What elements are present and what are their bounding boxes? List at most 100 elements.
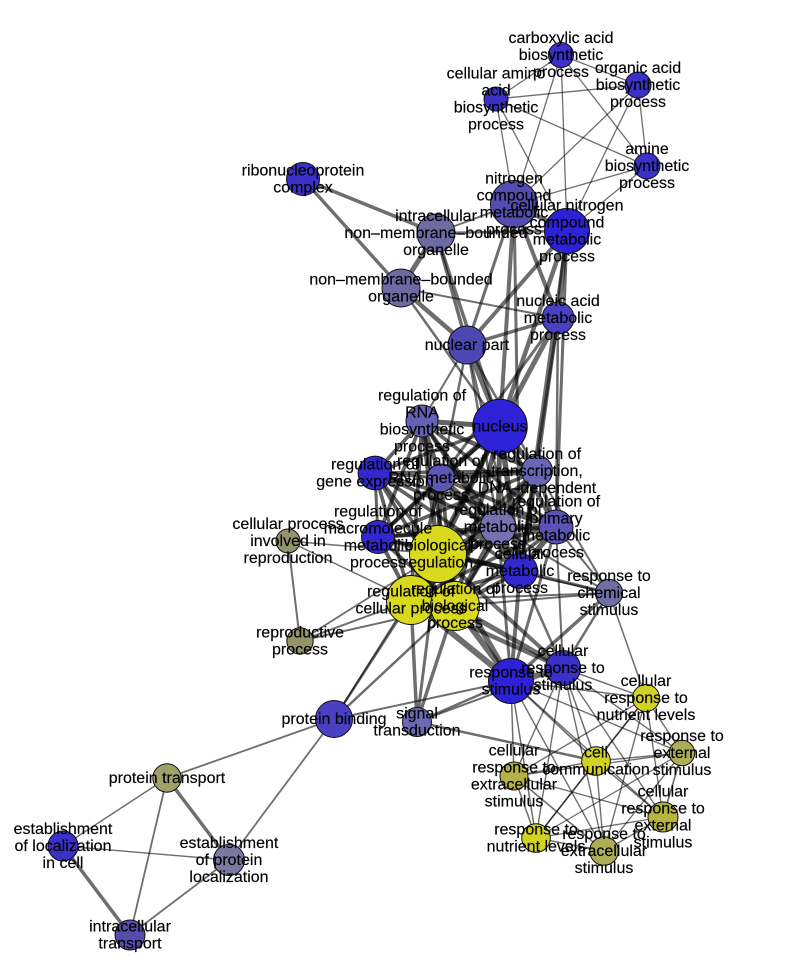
svg-text:extracellular: extracellular: [471, 776, 558, 793]
svg-text:process: process: [539, 248, 595, 265]
svg-text:non–membrane–bounded: non–membrane–bounded: [344, 225, 527, 242]
svg-text:process: process: [533, 64, 589, 81]
svg-text:complex: complex: [273, 179, 333, 196]
svg-text:process: process: [610, 94, 666, 111]
svg-text:organelle: organelle: [368, 288, 434, 305]
svg-text:biosynthetic: biosynthetic: [519, 47, 604, 64]
svg-text:cellular: cellular: [495, 546, 546, 563]
svg-text:protein transport: protein transport: [109, 770, 226, 787]
svg-text:response to: response to: [469, 664, 553, 681]
svg-text:regulation of: regulation of: [512, 493, 601, 510]
svg-text:organic acid: organic acid: [595, 60, 681, 77]
svg-text:in cell: in cell: [43, 855, 84, 872]
svg-text:RNA metabolic: RNA metabolic: [388, 470, 494, 487]
svg-text:transcription,: transcription,: [491, 463, 583, 480]
svg-text:response to: response to: [472, 759, 556, 776]
svg-text:establishment: establishment: [180, 835, 279, 852]
svg-text:non–membrane–bounded: non–membrane–bounded: [309, 271, 492, 288]
svg-text:intracellular: intracellular: [395, 208, 477, 225]
svg-text:metabolic: metabolic: [522, 527, 590, 544]
svg-text:stimulus: stimulus: [485, 793, 544, 810]
svg-text:metabolic: metabolic: [524, 310, 592, 327]
svg-text:ribonucleoprotein: ribonucleoprotein: [242, 162, 365, 179]
svg-text:signal: signal: [396, 705, 438, 722]
svg-text:transduction: transduction: [373, 722, 460, 739]
svg-text:organelle: organelle: [403, 242, 469, 259]
svg-text:regulation: regulation: [403, 554, 473, 571]
svg-text:regulation of: regulation of: [397, 453, 486, 470]
svg-text:metabolic: metabolic: [344, 537, 412, 554]
svg-text:stimulus: stimulus: [634, 834, 693, 851]
svg-text:biological: biological: [422, 598, 489, 615]
svg-text:response to: response to: [494, 821, 578, 838]
svg-text:cellular: cellular: [638, 783, 689, 800]
svg-text:nutrient levels: nutrient levels: [487, 838, 586, 855]
svg-text:cell: cell: [584, 744, 608, 761]
svg-text:involved in: involved in: [250, 533, 326, 550]
svg-text:nutrient levels: nutrient levels: [597, 707, 696, 724]
svg-text:establishment: establishment: [14, 821, 113, 838]
svg-text:biosynthetic: biosynthetic: [454, 99, 539, 116]
svg-text:compound: compound: [477, 187, 552, 204]
svg-text:stimulus: stimulus: [482, 681, 541, 698]
svg-text:response to: response to: [521, 660, 605, 677]
svg-text:response to: response to: [567, 568, 651, 585]
svg-text:process: process: [486, 221, 542, 238]
svg-text:compound: compound: [530, 214, 605, 231]
svg-text:chemical: chemical: [577, 585, 640, 602]
svg-text:gene expression: gene expression: [316, 473, 433, 490]
svg-text:regulation of: regulation of: [493, 446, 582, 463]
svg-text:response to: response to: [562, 826, 646, 843]
svg-text:cellular: cellular: [621, 673, 672, 690]
svg-text:response to: response to: [640, 728, 724, 745]
svg-text:nucleus: nucleus: [472, 418, 527, 435]
svg-text:process: process: [394, 438, 450, 455]
svg-text:process: process: [470, 536, 526, 553]
svg-text:metabolic: metabolic: [486, 563, 554, 580]
svg-text:process: process: [530, 327, 586, 344]
svg-text:process: process: [413, 487, 469, 504]
svg-text:process: process: [350, 554, 406, 571]
svg-text:process: process: [492, 580, 548, 597]
svg-text:cellular nitrogen: cellular nitrogen: [511, 197, 624, 214]
svg-text:communication: communication: [542, 761, 650, 778]
svg-text:cellular: cellular: [538, 643, 589, 660]
svg-text:biosynthetic: biosynthetic: [605, 158, 690, 175]
svg-text:regulation of: regulation of: [411, 581, 500, 598]
svg-text:cellular process: cellular process: [232, 516, 343, 533]
svg-text:regulation of: regulation of: [331, 456, 420, 473]
svg-text:cellular process: cellular process: [355, 600, 466, 617]
svg-text:regulation of: regulation of: [334, 503, 423, 520]
svg-text:intracellular: intracellular: [89, 918, 171, 935]
svg-text:transport: transport: [98, 935, 162, 952]
svg-text:response to: response to: [621, 800, 705, 817]
svg-text:reproductive: reproductive: [256, 624, 344, 641]
svg-text:stimulus: stimulus: [534, 677, 593, 694]
svg-text:process: process: [272, 641, 328, 658]
svg-text:primary: primary: [529, 510, 582, 527]
svg-text:amine: amine: [625, 141, 669, 158]
svg-text:process: process: [528, 544, 584, 561]
svg-text:nuclear part: nuclear part: [425, 337, 510, 354]
svg-text:macromolecule: macromolecule: [324, 520, 433, 537]
svg-text:metabolic: metabolic: [480, 204, 548, 221]
svg-text:cellular: cellular: [489, 742, 540, 759]
svg-text:RNA: RNA: [405, 404, 439, 421]
svg-text:protein binding: protein binding: [282, 711, 387, 728]
svg-text:DNA–dependent: DNA–dependent: [478, 480, 597, 497]
svg-text:carboxylic acid: carboxylic acid: [509, 30, 614, 47]
svg-text:extracellular: extracellular: [561, 843, 648, 860]
svg-text:regulation of: regulation of: [454, 502, 543, 519]
svg-text:of localization: of localization: [15, 838, 112, 855]
svg-text:process: process: [468, 116, 524, 133]
svg-text:biological: biological: [405, 537, 472, 554]
svg-text:biosynthetic: biosynthetic: [380, 421, 465, 438]
svg-text:stimulus: stimulus: [653, 762, 712, 779]
svg-text:cellular amino: cellular amino: [447, 65, 546, 82]
svg-text:localization: localization: [189, 869, 268, 886]
svg-text:of protein: of protein: [196, 852, 263, 869]
svg-text:metabolic: metabolic: [533, 231, 601, 248]
svg-text:nitrogen: nitrogen: [485, 170, 543, 187]
svg-text:metabolic: metabolic: [464, 519, 532, 536]
svg-text:process: process: [427, 615, 483, 632]
